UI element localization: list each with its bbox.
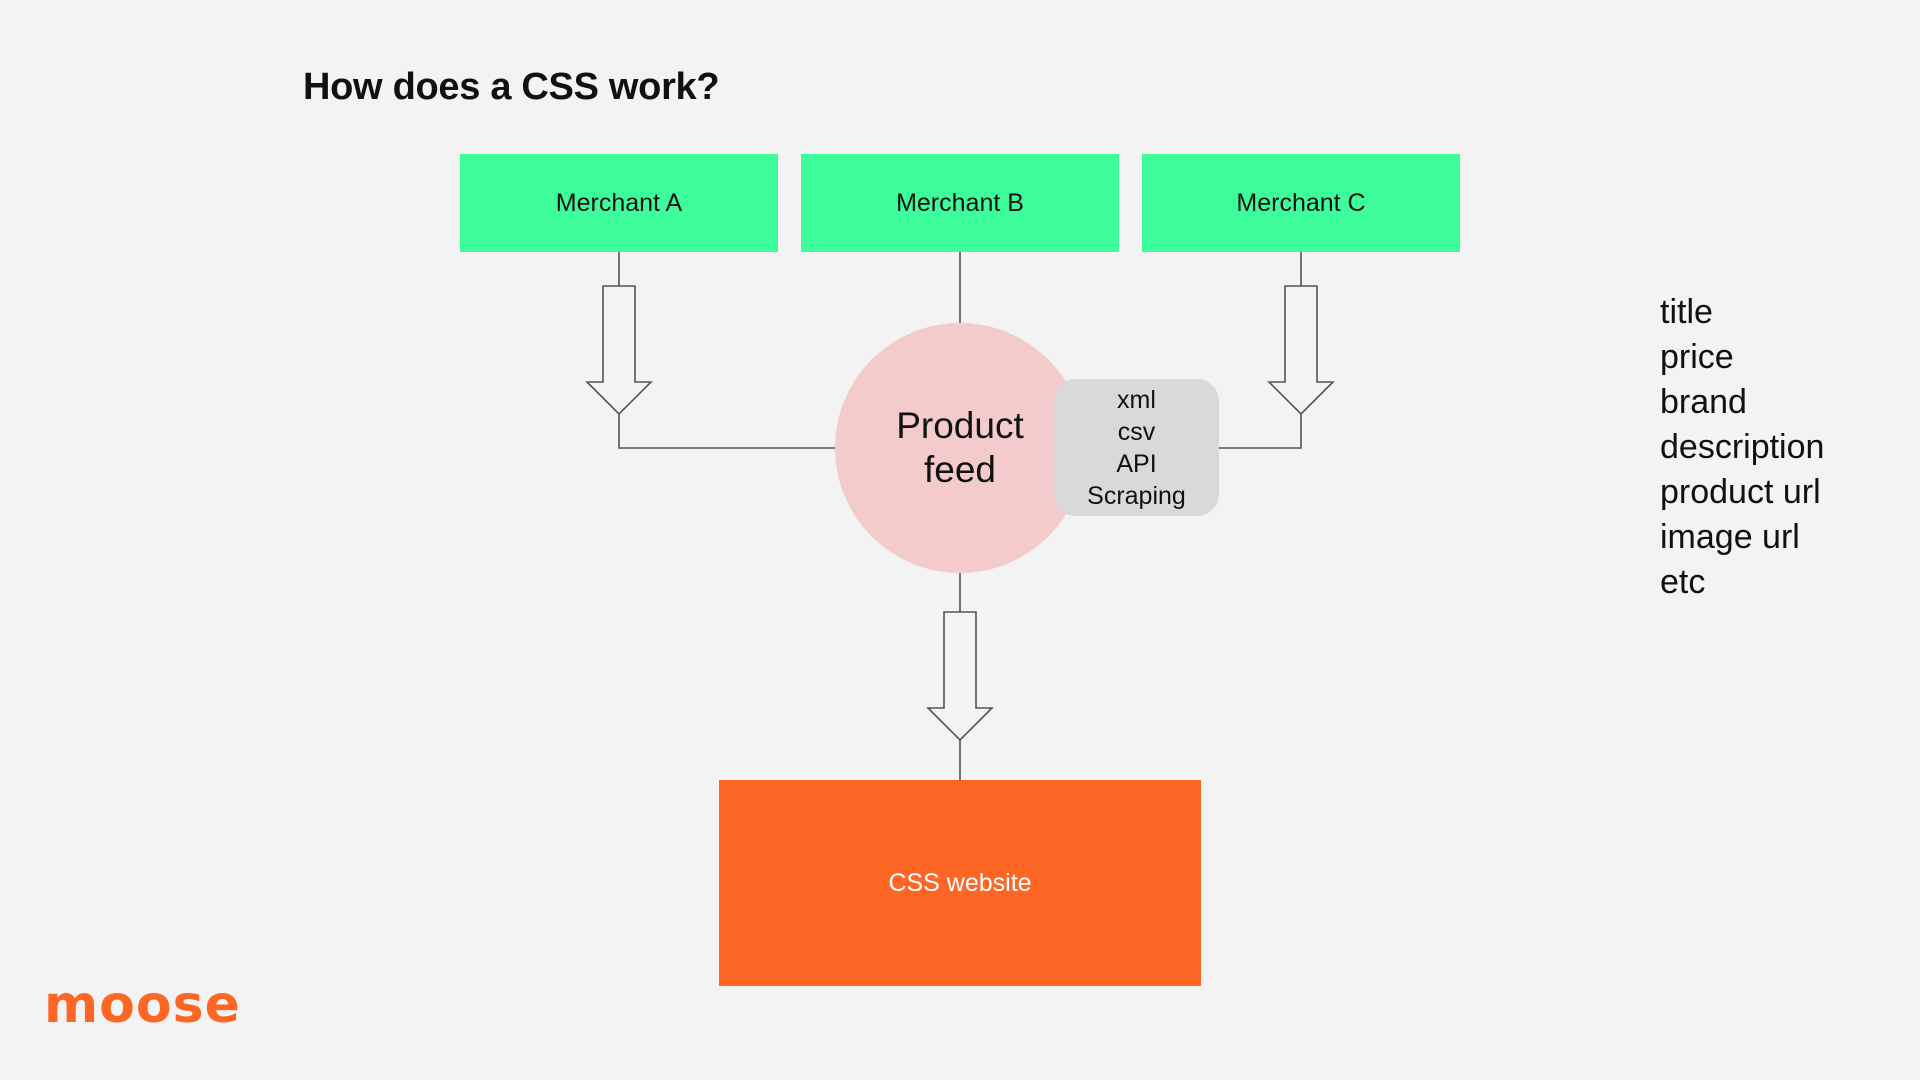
merchant-c-arrow — [1267, 285, 1335, 416]
field-item: product url — [1660, 473, 1821, 511]
field-item: description — [1660, 428, 1825, 466]
feed-fields-list: title price brand description product ur… — [1660, 290, 1824, 605]
product-feed-label-line1: Product — [896, 405, 1024, 446]
css-website-box: CSS website — [719, 780, 1201, 986]
moose-logo: moose — [44, 975, 241, 1035]
merchant-c-feed-line — [1219, 414, 1302, 449]
css-website-label: CSS website — [888, 868, 1032, 897]
merchant-c-box: Merchant C — [1142, 154, 1460, 252]
field-item: image url — [1660, 518, 1800, 556]
merchant-b-label: Merchant B — [896, 188, 1024, 217]
product-feed-label-line2: feed — [923, 449, 996, 490]
field-item: price — [1660, 338, 1734, 376]
merchant-b-box: Merchant B — [801, 154, 1119, 252]
feed-formats-box: xml csv API Scraping — [1054, 379, 1219, 516]
feed-arrow — [926, 611, 994, 742]
field-item: title — [1660, 293, 1713, 331]
format-item: csv — [1117, 417, 1156, 446]
format-item: API — [1116, 449, 1157, 478]
format-item: Scraping — [1087, 481, 1186, 510]
field-item: etc — [1660, 563, 1706, 601]
merchant-a-label: Merchant A — [555, 188, 683, 217]
slide-title: How does a CSS work? — [303, 66, 720, 108]
merchant-a-arrow — [585, 285, 653, 416]
merchant-c-label: Merchant C — [1236, 188, 1366, 217]
product-feed-circle: Product feed — [835, 323, 1085, 573]
merchant-a-feed-line — [618, 414, 835, 449]
format-item: xml — [1117, 385, 1156, 414]
field-item: brand — [1660, 383, 1747, 421]
merchant-a-box: Merchant A — [460, 154, 778, 252]
